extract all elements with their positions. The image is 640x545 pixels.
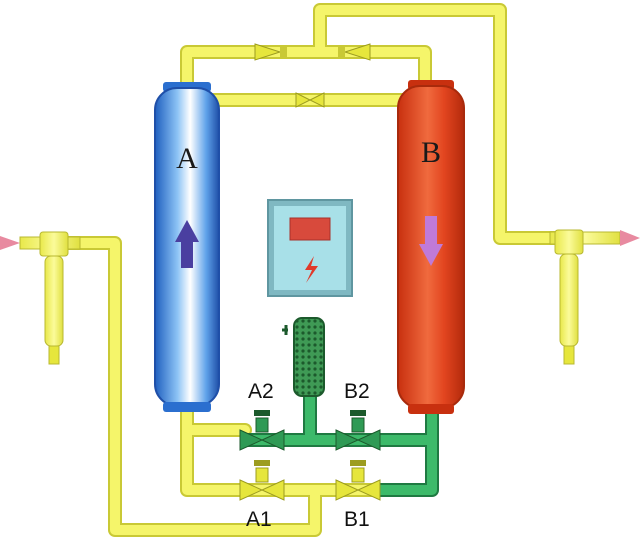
- valve-a1-label: A1: [246, 508, 272, 531]
- valve-b2-label: B2: [344, 380, 370, 403]
- tower-b: B: [397, 80, 465, 414]
- tower-a: A: [154, 82, 220, 412]
- upper-check-valves: [254, 43, 371, 108]
- valve-a2-label: A2: [248, 380, 274, 403]
- valve-b1: [335, 460, 381, 501]
- tower-b-label: B: [421, 136, 441, 169]
- tower-a-label: A: [176, 142, 198, 175]
- tower-a-flow-arrow: [175, 220, 199, 268]
- valve-b2: [335, 410, 381, 451]
- power-icon: [305, 256, 318, 283]
- inlet-filter: [0, 231, 81, 365]
- valve-b1-label: B1: [344, 508, 370, 531]
- valve-a1: [239, 460, 285, 501]
- silencer: [282, 317, 325, 397]
- control-panel: [267, 199, 353, 297]
- yellow-pipework: [51, 3, 567, 537]
- tower-b-flow-arrow: [419, 216, 443, 266]
- outlet-filter: [549, 229, 640, 365]
- valve-a2: [239, 410, 285, 451]
